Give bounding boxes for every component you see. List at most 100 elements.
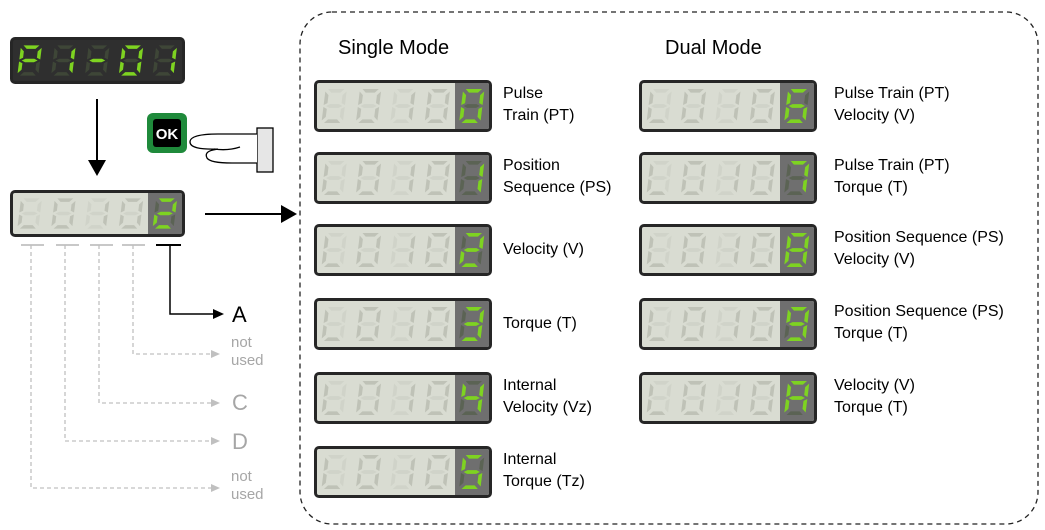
digit-1: [646, 380, 672, 416]
digit-3: [390, 454, 416, 490]
mode-description-line-2: Train (PT): [503, 107, 575, 124]
digit-2: [681, 232, 707, 268]
digit-5: [784, 380, 810, 416]
mode-description: Velocity (V) Torque (T): [834, 375, 915, 419]
digit-4: [749, 306, 775, 342]
mode-description: Pulse Train (PT) Torque (T): [834, 155, 950, 199]
pressing-finger-icon: [189, 127, 274, 173]
digit-4: [749, 88, 775, 124]
digit-3: [390, 232, 416, 268]
mode-description-line-1: Internal: [503, 377, 557, 394]
mode-description-line-1: Velocity (V): [834, 377, 915, 394]
mode-list-frame: [299, 11, 1039, 525]
mode-description: Position Sequence (PS)Velocity (V): [834, 227, 1004, 271]
digit-2: [681, 306, 707, 342]
digit-2: [356, 160, 382, 196]
digit-5: [459, 454, 485, 490]
digit-3: [85, 45, 110, 76]
mode-description: Pulse Train (PT)Velocity (V): [834, 83, 950, 127]
digit-3: [85, 198, 110, 229]
digit-1: [321, 454, 347, 490]
mode-description-line-2: Velocity (V): [834, 251, 915, 268]
digit-2: [681, 380, 707, 416]
mode-display-l0109: [639, 298, 817, 350]
mode-description-line-1: Pulse Train (PT): [834, 157, 950, 174]
mode-description-line-2: Torque (T): [834, 325, 908, 342]
digit-2: [51, 198, 76, 229]
mode-description-line-2: Torque (T): [834, 179, 908, 196]
digit-3: [715, 160, 741, 196]
digit-1: [321, 380, 347, 416]
mode-description: Position Sequence (PS)Torque (T): [834, 301, 1004, 345]
digit-3: [390, 380, 416, 416]
ok-button-icon: OK: [147, 113, 187, 153]
digit-5: [459, 306, 485, 342]
mode-description-line-2: Torque (T): [834, 399, 908, 416]
mode-description-line-1: Internal: [503, 451, 557, 468]
digit-2: [681, 88, 707, 124]
output-label-not-used-1: not used: [231, 334, 264, 369]
digit-5: [459, 232, 485, 268]
output-label-not-used-2: not used: [231, 468, 264, 503]
mode-description: Torque (T): [503, 313, 577, 335]
mode-display-l0107: [639, 152, 817, 204]
mode-description-line-2: Sequence (PS): [503, 179, 612, 196]
digit-1: [646, 160, 672, 196]
digit-1: [321, 88, 347, 124]
digit-4: [749, 160, 775, 196]
digit-4: [119, 198, 144, 229]
mode-display-l010a: [639, 372, 817, 424]
mode-description-line-2: Torque (Tz): [503, 473, 585, 490]
digit-3: [715, 232, 741, 268]
digit-5: [459, 88, 485, 124]
mode-description-line-1: Velocity (V): [503, 241, 584, 258]
digit-4: [119, 45, 144, 76]
digit-2: [356, 88, 382, 124]
digit-4: [424, 380, 450, 416]
digit-1: [17, 45, 42, 76]
mode-description-line-2: Velocity (Vz): [503, 399, 592, 416]
mode-description-line-1: Torque (T): [503, 315, 577, 332]
digit-4: [749, 380, 775, 416]
digit-1: [321, 306, 347, 342]
mode-code-display: [10, 190, 185, 237]
mode-description-line-1: Pulse: [503, 85, 544, 102]
digit-1: [321, 232, 347, 268]
digit-4: [749, 232, 775, 268]
mode-display-l0103: [314, 298, 492, 350]
mode-display-l0100: [314, 80, 492, 132]
digit-4: [424, 232, 450, 268]
digit-5: [152, 45, 177, 76]
output-label-d: D: [232, 429, 248, 454]
mode-display-l0105: [314, 446, 492, 498]
mode-description-line-1: Pulse Train (PT): [834, 85, 950, 102]
mode-display-l0101: [314, 152, 492, 204]
mode-display-l0108: [639, 224, 817, 276]
mode-description: Velocity (V): [503, 239, 584, 261]
digit-3: [390, 160, 416, 196]
right-arrow-icon: [205, 205, 297, 223]
digit-1: [646, 88, 672, 124]
digit-5: [784, 306, 810, 342]
mode-description-line-1: Position: [503, 157, 560, 174]
digit-4: [424, 160, 450, 196]
digit-5: [784, 232, 810, 268]
digit-5: [459, 380, 485, 416]
digit-3: [390, 306, 416, 342]
ok-button-label: OK: [156, 126, 179, 143]
output-label-a: A: [232, 302, 247, 327]
digit-4: [424, 88, 450, 124]
digit-2: [356, 232, 382, 268]
digit-2: [51, 45, 76, 76]
digit-1: [321, 160, 347, 196]
digit-3: [715, 88, 741, 124]
digit-3: [715, 306, 741, 342]
digit-5: [784, 160, 810, 196]
digit-1: [646, 232, 672, 268]
